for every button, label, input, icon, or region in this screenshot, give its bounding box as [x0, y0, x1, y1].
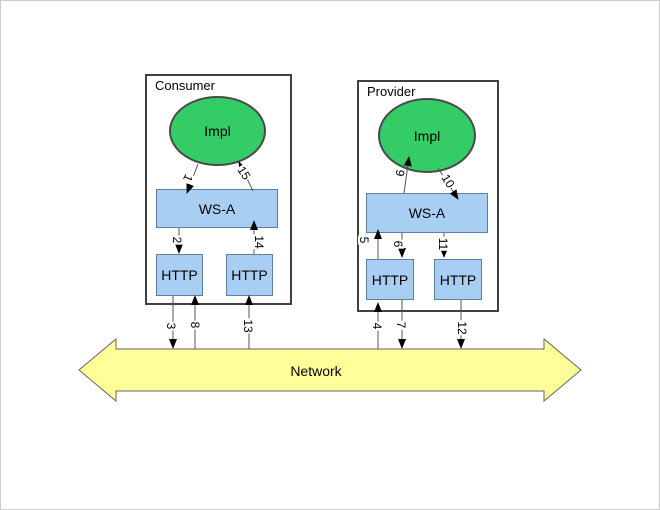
arrow-label-12: 12: [455, 320, 469, 336]
arrow-label-6: 6: [391, 239, 405, 249]
provider-box: Provider: [357, 80, 499, 312]
consumer-wsa-label: WS-A: [198, 200, 236, 217]
arrow-label-4: 4: [370, 321, 384, 331]
consumer-title: Consumer: [155, 78, 215, 93]
consumer-http-right-label: HTTP: [231, 267, 268, 283]
provider-impl-label: Impl: [413, 127, 441, 144]
consumer-wsa-box: WS-A: [156, 189, 278, 228]
consumer-impl-ellipse: Impl: [169, 96, 266, 166]
arrow-label-5: 5: [357, 235, 371, 245]
provider-http-left-label: HTTP: [371, 271, 409, 288]
consumer-http-left-box: HTTP: [156, 254, 203, 296]
arrow-label-3: 3: [164, 321, 178, 331]
provider-wsa-label: WS-A: [408, 205, 446, 221]
network-label: Network: [290, 363, 342, 379]
arrow-label-9: 9: [392, 167, 408, 179]
consumer-http-left-label: HTTP: [161, 267, 198, 283]
arrow-label-2: 2: [170, 235, 184, 245]
provider-http-left-box: HTTP: [366, 259, 414, 300]
consumer-impl-label: Impl: [204, 123, 231, 139]
provider-impl-ellipse: Impl: [378, 98, 476, 173]
arrow-label-11: 11: [436, 236, 450, 252]
consumer-http-right-box: HTTP: [226, 254, 273, 296]
provider-http-right-box: HTTP: [434, 259, 482, 300]
arrow-label-8: 8: [188, 320, 202, 330]
arrow-label-14: 14: [252, 234, 266, 250]
arrow-label-13: 13: [241, 318, 255, 334]
provider-http-right-label: HTTP: [439, 271, 477, 288]
arrow-label-7: 7: [394, 320, 408, 330]
provider-wsa-box: WS-A: [366, 193, 488, 233]
consumer-box: Consumer: [145, 74, 292, 305]
provider-title: Provider: [367, 84, 416, 99]
